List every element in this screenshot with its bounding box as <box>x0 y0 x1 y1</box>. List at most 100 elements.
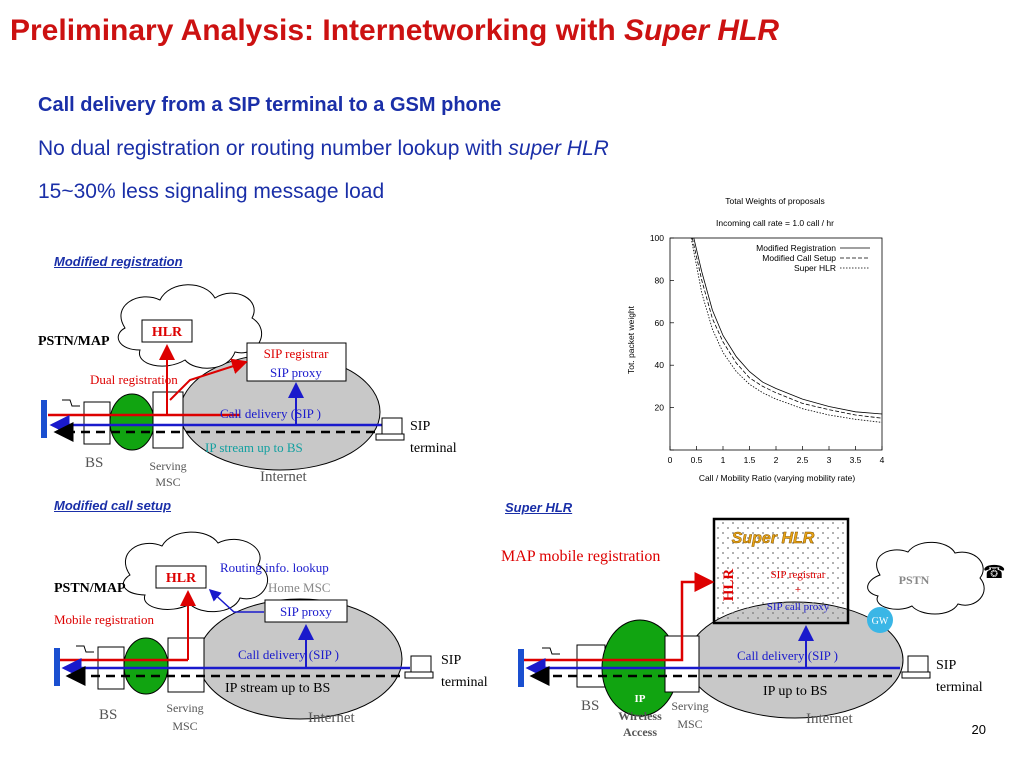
title-emphasis: Super HLR <box>624 14 780 47</box>
y-tick-label: 80 <box>655 275 665 285</box>
chart-subtitle: Incoming call rate = 1.0 call / hr <box>716 218 834 228</box>
sip-terminal-icon <box>381 417 403 435</box>
bullet-no-dual-registration: No dual registration or routing number l… <box>38 137 609 161</box>
msc-label: MSC <box>155 475 180 489</box>
wireless-label: Wireless <box>618 709 662 723</box>
access-label: Access <box>623 725 657 739</box>
ip-label: IP <box>635 693 646 705</box>
telephone-icon: ☎ <box>983 562 1005 582</box>
sip-proxy-label: SIP proxy <box>270 365 322 380</box>
weights-chart: Total Weights of proposals Incoming call… <box>626 196 885 483</box>
page-number: 20 <box>971 722 986 737</box>
bullet2-main: No dual registration or routing number l… <box>38 137 509 160</box>
x-tick-label: 1 <box>721 455 726 465</box>
y-tick-label: 40 <box>655 360 665 370</box>
section-modified-call-setup: Modified call setup <box>54 498 172 513</box>
serving-label: Serving <box>166 701 203 715</box>
legend-label: Modified Call Setup <box>762 253 836 263</box>
title-main: Preliminary Analysis: Internetworking wi… <box>10 14 625 47</box>
terminal-label: terminal <box>936 680 983 695</box>
sip-proxy-box <box>264 599 348 623</box>
sip-terminal-keyboard <box>375 433 405 441</box>
terminal-label: terminal <box>410 441 457 456</box>
sip-terminal-keyboard <box>404 671 434 679</box>
series-line-1 <box>691 237 883 419</box>
routing-lookup-arrow <box>208 588 264 613</box>
section-modified-registration: Modified registration <box>54 254 183 269</box>
map-registration-label: MAP mobile registration <box>501 548 660 565</box>
bs-box <box>576 644 606 688</box>
sip-terminal-keyboard <box>901 671 931 679</box>
antenna-icon <box>54 648 60 686</box>
sip-registrar-box <box>246 342 347 382</box>
serving-msc-box <box>167 637 205 693</box>
gateway-node <box>867 607 893 633</box>
ip-stream-label: IP stream up to BS <box>225 681 330 696</box>
super-hlr-logo: Super HLR <box>732 530 815 547</box>
internet-label: Internet <box>308 710 355 726</box>
terminal-label: terminal <box>441 675 488 690</box>
bs-label: BS <box>99 707 117 723</box>
y-tick-label: 60 <box>655 318 665 328</box>
y-tick-label: 100 <box>650 233 664 243</box>
y-axis-label: Tot. packet weight <box>626 305 636 374</box>
ip-up-label: IP up to BS <box>763 684 827 699</box>
sip-registrar-label: SIP registrar <box>264 346 330 361</box>
hlr-box <box>155 565 207 589</box>
pstn-label: PSTN <box>899 573 930 587</box>
hlr-label: HLR <box>152 325 183 340</box>
x-tick-label: 0 <box>668 455 673 465</box>
msc-label: MSC <box>677 717 702 731</box>
bs-box <box>83 401 111 445</box>
pstn-cloud <box>867 541 985 615</box>
sip-terminal-icon <box>907 655 929 673</box>
antenna-icon <box>41 400 47 438</box>
dual-registration-arrow <box>169 358 248 401</box>
sip-proxy-label: SIP proxy <box>280 604 332 619</box>
sip-call-proxy-label: SIP call proxy <box>767 601 830 613</box>
antenna-icon <box>518 649 524 687</box>
x-tick-label: 0.5 <box>691 455 703 465</box>
sip-label: SIP <box>410 419 430 434</box>
y-tick-label: 20 <box>655 403 665 413</box>
pstn-map-label: PSTN/MAP <box>38 334 110 349</box>
bullet-call-delivery: Call delivery from a SIP terminal to a G… <box>38 94 502 116</box>
sip-terminal-icon <box>410 655 432 673</box>
sip-label: SIP <box>936 658 956 673</box>
legend-label: Modified Registration <box>756 243 836 253</box>
serving-label: Serving <box>149 459 186 473</box>
plus-label: + <box>795 584 801 596</box>
super-hlr-box <box>712 517 850 625</box>
slide-title: Preliminary Analysis: Internetworking wi… <box>10 14 779 48</box>
sip-label: SIP <box>441 653 461 668</box>
hlr-vertical-label: HLR <box>721 569 737 602</box>
x-axis-label: Call / Mobility Ratio (varying mobility … <box>699 473 856 483</box>
legend-label: Super HLR <box>794 263 836 273</box>
map-registration-line <box>524 572 715 662</box>
phone-icon <box>542 647 560 655</box>
call-delivery-label: Call delivery (SIP ) <box>238 647 339 662</box>
internet-label: Internet <box>806 711 853 727</box>
phone-icon <box>62 399 80 407</box>
x-tick-label: 1.5 <box>744 455 756 465</box>
hlr-label: HLR <box>166 571 197 586</box>
x-tick-label: 4 <box>880 455 885 465</box>
x-tick-label: 2 <box>774 455 779 465</box>
dual-registration-label: Dual registration <box>90 372 178 387</box>
phone-icon <box>76 645 94 653</box>
series-line-0 <box>693 237 883 415</box>
pstn-map-label: PSTN/MAP <box>54 581 126 596</box>
x-tick-label: 2.5 <box>797 455 809 465</box>
ip-stream-label: IP stream up to BS <box>205 440 303 455</box>
bs-label: BS <box>581 698 599 714</box>
internet-label: Internet <box>260 469 307 485</box>
x-tick-label: 3 <box>827 455 832 465</box>
bs-label: BS <box>85 455 103 471</box>
bullet2-emphasis: super HLR <box>508 137 609 160</box>
call-delivery-label: Call delivery (SIP ) <box>220 406 321 421</box>
routing-lookup-label: Routing info. lookup <box>220 560 329 575</box>
bullet-signaling-load: 15~30% less signaling message load <box>38 180 385 203</box>
call-delivery-label: Call delivery (SIP ) <box>737 648 838 663</box>
